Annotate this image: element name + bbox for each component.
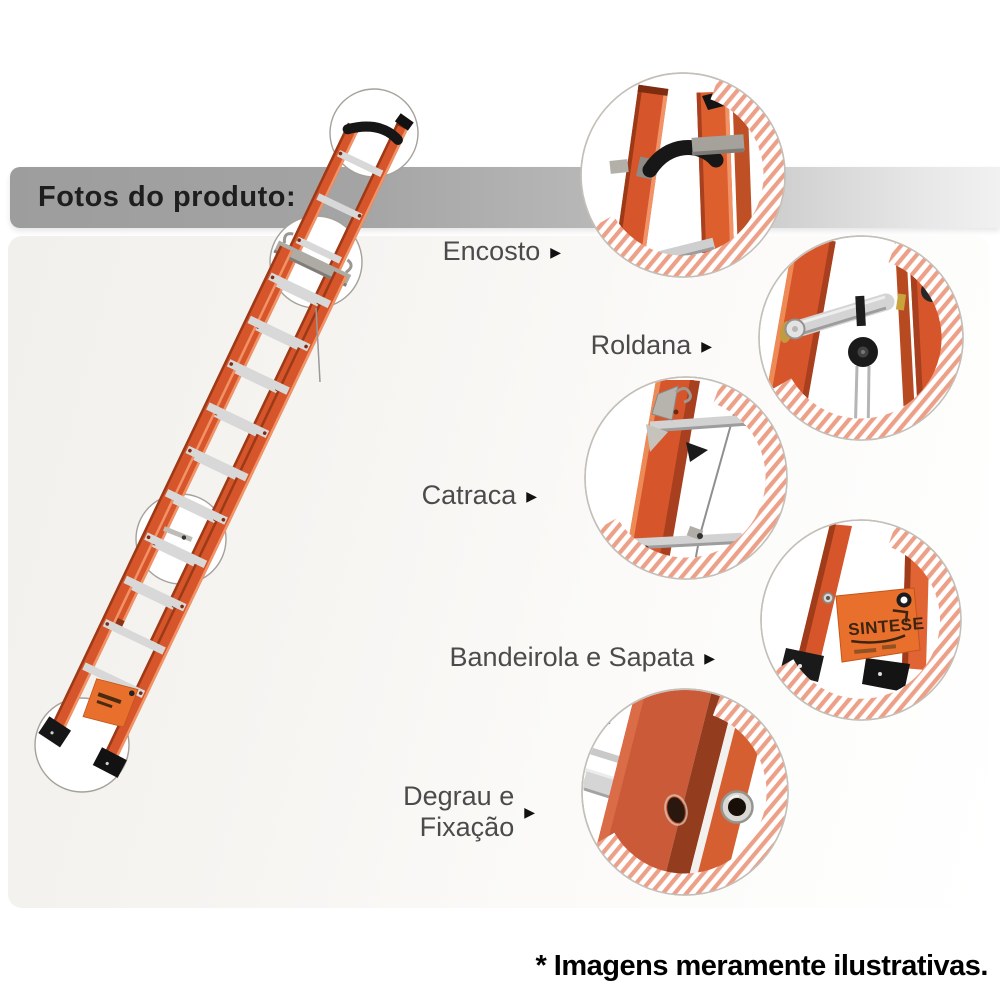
header-bar: Fotos do produto:: [10, 167, 1000, 228]
label-degrau-fixacao-text: Degrau e Fixação: [403, 781, 514, 843]
label-encosto: Encosto ▶: [443, 236, 561, 267]
arrow-right-icon: ▶: [550, 243, 561, 260]
label-roldana: Roldana ▶: [591, 330, 712, 361]
label-degrau-fixacao: Degrau e Fixação ▶: [403, 781, 535, 843]
arrow-right-icon: ▶: [524, 804, 535, 821]
detail-circle-roldana: [758, 235, 964, 441]
zoom-source-circles: [34, 88, 419, 793]
label-degrau-line2: Fixação: [419, 812, 515, 843]
label-roldana-text: Roldana: [590, 330, 692, 360]
label-bandeirola-sapata-text: Bandeirola e Sapata: [449, 642, 695, 672]
ladder-flag: [82, 678, 139, 728]
page-title: Fotos do produto:: [38, 181, 297, 213]
ladder-feet: [38, 716, 127, 778]
label-encosto-text: Encosto: [442, 236, 541, 266]
arrow-right-icon: ▶: [701, 337, 712, 354]
arrow-right-icon: ▶: [704, 649, 715, 666]
disclaimer-text: * Imagens meramente ilustrativas.: [535, 950, 988, 982]
ladder-photo: [38, 113, 414, 778]
ladder-top-strap: [342, 113, 414, 145]
label-catraca: Catraca ▶: [422, 480, 537, 511]
label-degrau-line1: Degrau e: [403, 781, 515, 811]
ladder-lower-section: [38, 232, 353, 778]
pulley-rope-line: [315, 307, 321, 383]
detail-circle-catraca: [584, 376, 788, 580]
detail-circle-degrau-fixacao: [581, 688, 789, 896]
label-bandeirola-sapata: Bandeirola e Sapata ▶: [450, 642, 715, 673]
detail-circle-bandeirola-sapata: SINTESE: [760, 519, 962, 721]
label-catraca-text: Catraca: [421, 480, 517, 510]
detail-circle-encosto: [580, 72, 786, 278]
arrow-right-icon: ▶: [526, 487, 537, 504]
